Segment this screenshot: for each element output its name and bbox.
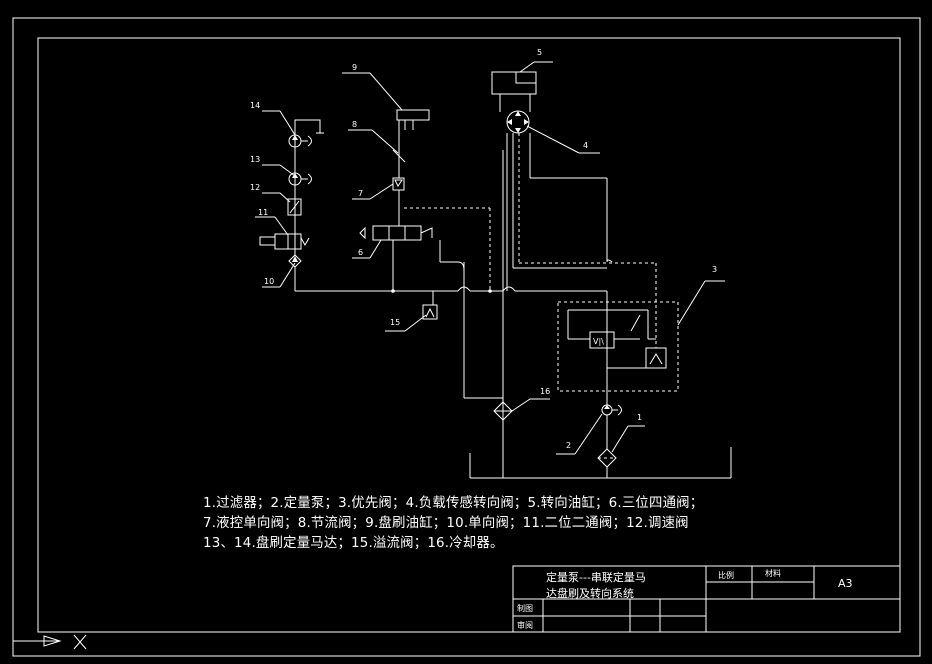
steering-cylinder-5: [491, 71, 537, 112]
label-16: 16: [540, 387, 550, 396]
material-label: 材料: [765, 568, 781, 578]
component-labels: 14 13 12 11 10 9 8 7 6 15 5 4 3 16 2 1: [250, 48, 717, 450]
label-9: 9: [352, 63, 357, 72]
sweeper-circuit-middle: [359, 109, 491, 320]
drawing-title-line2: 达盘刷及转向系统: [546, 586, 634, 600]
sweeper-circuit-left: [259, 119, 324, 291]
checked-label: 审阅: [517, 620, 533, 630]
label-14: 14: [250, 101, 260, 110]
label-2: 2: [566, 441, 571, 450]
label-1: 1: [637, 413, 642, 422]
ucs-icon: [13, 634, 87, 650]
scale-label: 比例: [718, 570, 734, 580]
drawn-label: 制图: [517, 603, 533, 613]
priority-valve-3: V|\: [557, 301, 679, 392]
drawing-title-line1: 定量泵---串联定量马: [546, 570, 646, 584]
label-10: 10: [264, 277, 274, 286]
svg-text:V|\: V|\: [593, 337, 604, 346]
pump-2: [601, 404, 622, 416]
label-8: 8: [352, 120, 357, 129]
main-pressure-line: [295, 286, 608, 405]
inner-frame: [37, 37, 901, 633]
label-13: 13: [250, 155, 260, 164]
cooler-return-line: [439, 240, 503, 399]
title-block: 定量泵---串联定量马 达盘刷及转向系统 比例 材料 A3 制图 审阅: [512, 565, 901, 633]
label-11: 11: [258, 208, 268, 217]
label-5: 5: [537, 48, 542, 57]
steering-valve-4: [506, 110, 657, 348]
label-6: 6: [358, 248, 363, 257]
cooler-16: [493, 150, 513, 478]
outer-frame: [12, 17, 921, 657]
label-15: 15: [390, 318, 400, 327]
filter-1: [597, 415, 617, 478]
legend-line-3: 13、14.盘刷定量马达；15.溢流阀；16.冷却器。: [203, 536, 504, 551]
label-12: 12: [250, 183, 260, 192]
legend-line-1: 1.过滤器；2.定量泵；3.优先阀；4.负载传感转向阀；5.转向油缸；6.三位四…: [203, 496, 704, 511]
sheet-size: A3: [838, 577, 853, 590]
leader-lines: [255, 61, 725, 455]
legend-line-2: 7.液控单向阀；8.节流阀；9.盘刷油缸；10.单向阀；11.二位二通阀；12.…: [203, 516, 689, 531]
label-7: 7: [358, 189, 363, 198]
tank: [469, 447, 732, 479]
label-4: 4: [583, 141, 588, 150]
label-3: 3: [712, 265, 717, 274]
